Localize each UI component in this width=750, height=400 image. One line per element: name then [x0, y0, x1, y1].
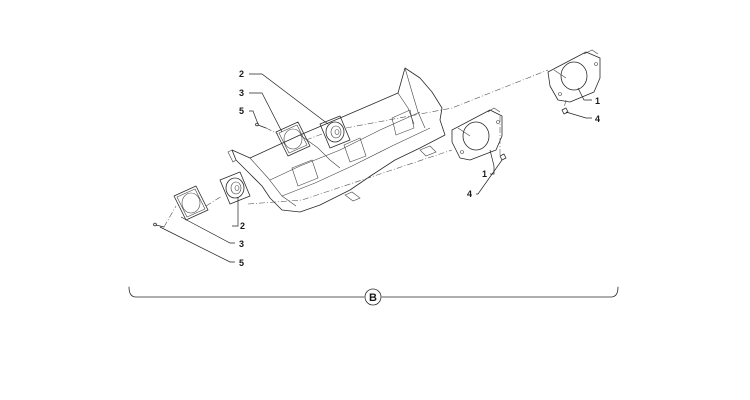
- bracket-right: [547, 49, 601, 103]
- screw-upper: [255, 122, 267, 129]
- section-marker: [364, 288, 382, 306]
- speaker-lower: [219, 171, 251, 205]
- section-label: B: [369, 292, 377, 304]
- callout-grille-upper: 3: [239, 88, 244, 98]
- leader-lines: [159, 73, 592, 263]
- bracket-center: [451, 107, 503, 161]
- speaker-upper: [319, 115, 351, 149]
- callout-speaker-upper: 2: [239, 69, 244, 79]
- callout-screw-upper: 5: [239, 106, 244, 116]
- section-bracket: B: [128, 286, 619, 306]
- rear-panel: [227, 67, 446, 213]
- grille-lower: [173, 185, 209, 221]
- callout-speaker-lower: 2: [240, 221, 245, 231]
- callout-grille-lower: 3: [239, 239, 244, 249]
- nut-right: [561, 107, 569, 115]
- callout-bracket-right: 1: [595, 96, 600, 106]
- nut-center: [499, 153, 507, 161]
- callout-nut-right: 4: [595, 114, 600, 124]
- callout-screw-lower: 5: [239, 258, 244, 268]
- callout-bracket-center: 1: [482, 169, 487, 179]
- grille-upper: [275, 121, 311, 157]
- callout-nut-center: 4: [467, 189, 472, 199]
- screw-lower: [153, 222, 165, 228]
- assembly-lines: [163, 69, 567, 228]
